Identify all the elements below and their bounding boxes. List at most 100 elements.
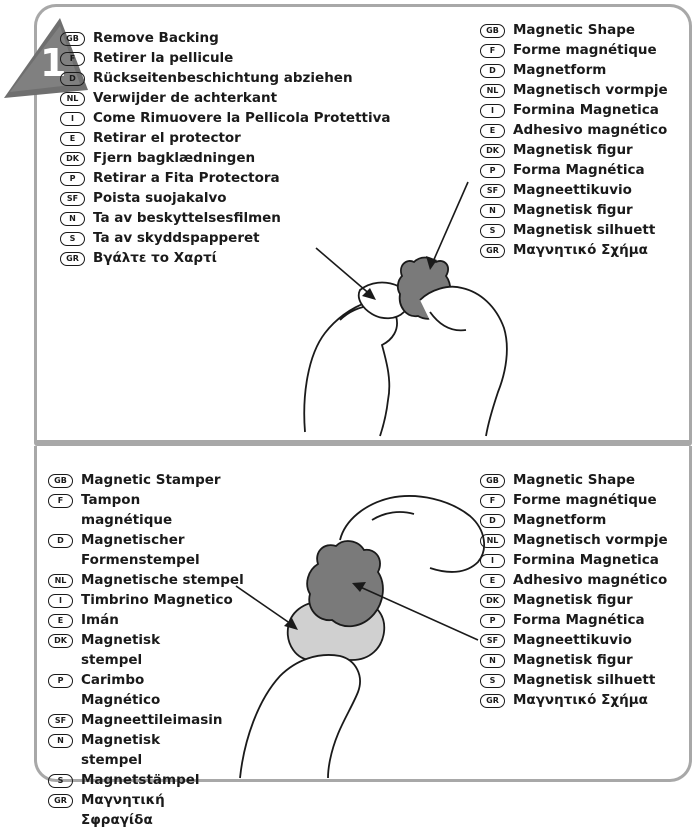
- language-badge: D: [480, 514, 505, 528]
- language-badge: SF: [60, 192, 85, 206]
- language-badge: I: [480, 104, 505, 118]
- language-badge: P: [60, 172, 85, 186]
- language-badge: S: [480, 224, 505, 238]
- language-badge: F: [480, 44, 505, 58]
- language-badge: D: [60, 72, 85, 86]
- language-badge: NL: [48, 574, 73, 588]
- language-badge: DK: [60, 152, 85, 166]
- language-badge: GB: [48, 474, 73, 488]
- language-badge: E: [48, 614, 73, 628]
- language-badge: SF: [480, 634, 505, 648]
- language-badge: P: [480, 164, 505, 178]
- language-badge: DK: [480, 144, 505, 158]
- language-badge: NL: [480, 534, 505, 548]
- language-badge: GB: [480, 474, 505, 488]
- list-item: GRΜαγνητικό Σχήμα: [480, 690, 668, 710]
- hands-peeling-illustration: [304, 258, 507, 437]
- language-badge: GR: [48, 794, 73, 808]
- remove-backing-list: GBRemove Backing FRetirer la pellicule D…: [60, 28, 391, 268]
- language-badge: D: [48, 534, 73, 548]
- language-badge: NL: [60, 92, 85, 106]
- language-badge: DK: [480, 594, 505, 608]
- language-badge: NL: [480, 84, 505, 98]
- language-badge: GR: [60, 252, 85, 266]
- language-badge: P: [48, 674, 73, 688]
- hands-stamper-illustration: [240, 496, 484, 778]
- language-badge: F: [48, 494, 73, 508]
- language-badge: N: [60, 212, 85, 226]
- language-badge: N: [48, 734, 73, 748]
- language-badge: GB: [480, 24, 505, 38]
- language-badge: I: [60, 112, 85, 126]
- language-badge: E: [60, 132, 85, 146]
- language-badge: GR: [480, 694, 505, 708]
- arrow-stamper: [236, 586, 294, 626]
- language-badge: GR: [480, 244, 505, 258]
- language-badge: E: [480, 574, 505, 588]
- language-badge: DK: [48, 634, 73, 648]
- list-item: EAdhesivo magnético: [480, 570, 668, 590]
- language-badge: N: [480, 654, 505, 668]
- language-badge: E: [480, 124, 505, 138]
- arrow-shape-top: [432, 182, 468, 264]
- language-badge: N: [480, 204, 505, 218]
- language-badge: S: [48, 774, 73, 788]
- language-badge: SF: [48, 714, 73, 728]
- language-badge: F: [60, 52, 85, 66]
- language-badge: I: [48, 594, 73, 608]
- language-badge: SF: [480, 184, 505, 198]
- language-badge: F: [480, 494, 505, 508]
- language-badge: S: [480, 674, 505, 688]
- language-badge: GB: [60, 32, 85, 46]
- language-badge: D: [480, 64, 505, 78]
- language-badge: I: [480, 554, 505, 568]
- language-badge: S: [60, 232, 85, 246]
